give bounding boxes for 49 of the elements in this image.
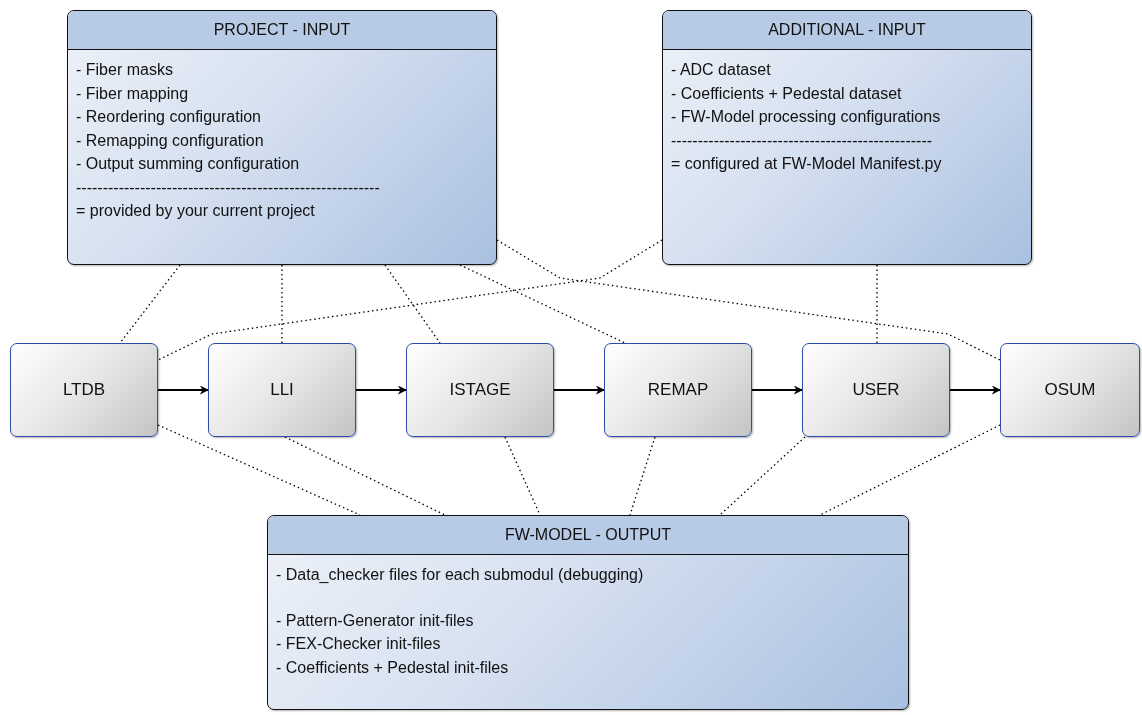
- body-text: - Data_checker files for each submodul (debugging): [275, 565, 644, 585]
- process-box: [208, 343, 356, 437]
- panel-box: [662, 10, 1032, 265]
- dotted-connector: [284, 436, 446, 516]
- body-text: = provided by your current project: [75, 201, 315, 221]
- dotted-connector: [719, 436, 806, 516]
- dotted-connector: [119, 264, 181, 344]
- body-text: - ADC dataset: [670, 60, 771, 80]
- panel-header: ADDITIONAL - INPUT: [663, 11, 1031, 50]
- body-text: - Reordering configuration: [75, 107, 261, 127]
- body-text: - Output summing configuration: [75, 154, 300, 174]
- dotted-connector: [459, 264, 626, 344]
- body-text: - Fiber mapping: [75, 83, 189, 104]
- arrow: [949, 385, 1001, 395]
- body-text: - Remapping configuration: [75, 130, 264, 151]
- dotted-connector: [876, 264, 878, 344]
- process-box: [802, 343, 950, 437]
- arrow: [355, 385, 407, 395]
- arrow: [157, 385, 209, 395]
- box-label: USER: [852, 380, 900, 400]
- panel-header: PROJECT - INPUT: [68, 11, 496, 50]
- box-label: ISTAGE: [449, 380, 511, 400]
- process-box: [604, 343, 752, 437]
- box-label: OSUM: [1044, 380, 1096, 400]
- dotted-connector: [157, 239, 663, 361]
- body-text: ---------------------------------------------------------: [75, 177, 380, 198]
- box-label: LLI: [270, 380, 294, 400]
- body-text: - Fiber masks: [75, 60, 173, 80]
- process-box: [406, 343, 554, 437]
- body-text: -------------------------------------------------: [670, 130, 933, 151]
- box-label: LTDB: [62, 380, 106, 400]
- panel-box: [267, 515, 909, 710]
- body-text: - FW-Model processing configurations: [670, 107, 941, 127]
- body-text: - Coefficients + Pedestal init-files: [275, 657, 509, 678]
- body-text: - Pattern-Generator init-files: [275, 610, 474, 631]
- panel-header: FW-MODEL - OUTPUT: [268, 516, 908, 555]
- process-box: [1000, 343, 1140, 437]
- arrow: [751, 385, 803, 395]
- panel-box: [67, 10, 497, 265]
- box-label: REMAP: [647, 380, 709, 400]
- body-text: - Coefficients + Pedestal dataset: [670, 83, 902, 104]
- body-text: - FEX-Checker init-files: [275, 634, 441, 654]
- dotted-connector: [496, 239, 1001, 361]
- dotted-connector: [384, 264, 441, 344]
- dotted-connector: [819, 424, 1001, 516]
- dotted-connector: [281, 264, 283, 344]
- arrow: [553, 385, 605, 395]
- process-box: [10, 343, 158, 437]
- body-text: = configured at FW-Model Manifest.py: [670, 154, 942, 174]
